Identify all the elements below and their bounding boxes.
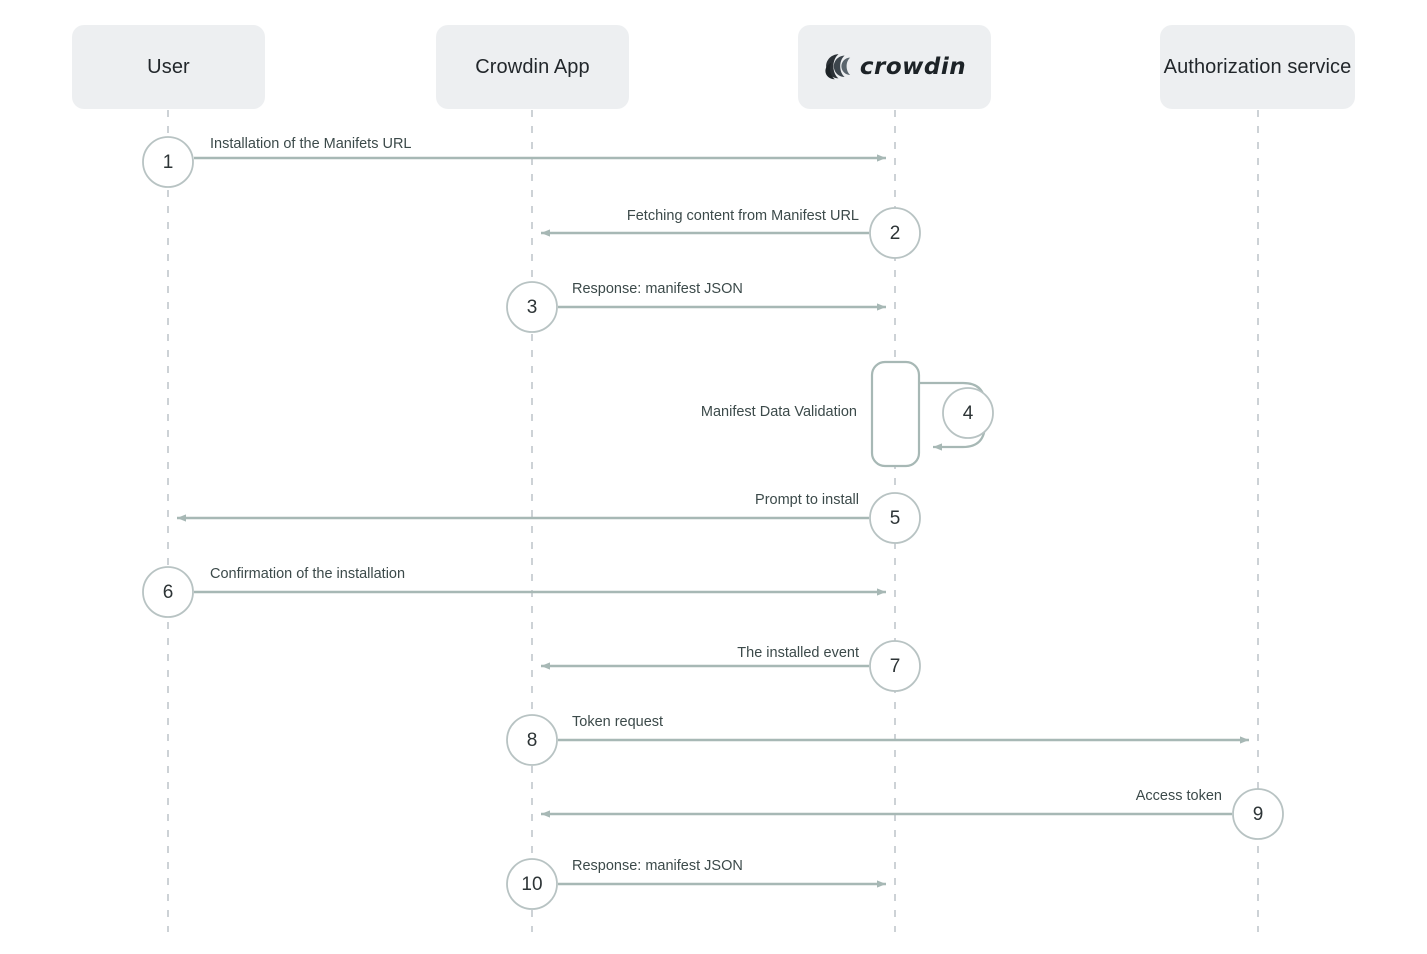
step-number-4: 4	[962, 403, 974, 424]
message-label-6: Confirmation of the installation	[210, 566, 406, 582]
step-circle-1	[142, 136, 194, 188]
step-circle-5	[869, 492, 921, 544]
activation-box-crowdin	[870, 360, 921, 468]
step-circle-3	[506, 281, 558, 333]
message-label-4: Manifest Data Validation	[700, 404, 857, 420]
step-circle-2	[869, 207, 921, 259]
step-number-6: 6	[162, 582, 174, 603]
crowdin-swirl-icon	[825, 54, 851, 80]
step-number-8: 8	[526, 730, 538, 751]
step-number-3: 3	[526, 297, 538, 318]
step-circle-8	[506, 714, 558, 766]
participant-label-auth-service: Authorization service	[1163, 55, 1352, 78]
step-number-9: 9	[1252, 804, 1264, 825]
step-number-7: 7	[889, 656, 901, 677]
participant-box-user[interactable]: User	[72, 25, 265, 109]
message-label-8: Token request	[572, 714, 664, 730]
step-circle-4	[942, 387, 994, 439]
participant-box-crowdin[interactable]: crowdin	[798, 25, 991, 109]
message-label-2: Fetching content from Manifest URL	[626, 208, 859, 224]
message-label-5: Prompt to install	[755, 492, 859, 508]
step-circle-10	[506, 858, 558, 910]
step-number-2: 2	[889, 223, 901, 244]
message-label-3: Response: manifest JSON	[572, 281, 743, 297]
step-circle-9	[1232, 788, 1284, 840]
participant-box-crowdin-app[interactable]: Crowdin App	[436, 25, 629, 109]
step-circle-6	[142, 566, 194, 618]
message-label-7: The installed event	[737, 645, 859, 661]
step-circle-7	[869, 640, 921, 692]
step-number-5: 5	[889, 508, 901, 529]
crowdin-logo: crowdin	[823, 52, 966, 82]
message-label-1: Installation of the Manifets URL	[210, 136, 412, 152]
message-label-10: Response: manifest JSON	[572, 858, 743, 874]
participant-box-auth-service[interactable]: Authorization service	[1160, 25, 1355, 109]
step-circles	[142, 136, 1284, 910]
step-number-10: 10	[521, 874, 543, 895]
crowdin-wordmark: crowdin	[859, 54, 967, 80]
participant-label-crowdin-app: Crowdin App	[475, 55, 590, 78]
participant-label-user: User	[147, 55, 190, 78]
step-number-1: 1	[162, 152, 174, 173]
message-label-9: Access token	[1135, 788, 1222, 804]
